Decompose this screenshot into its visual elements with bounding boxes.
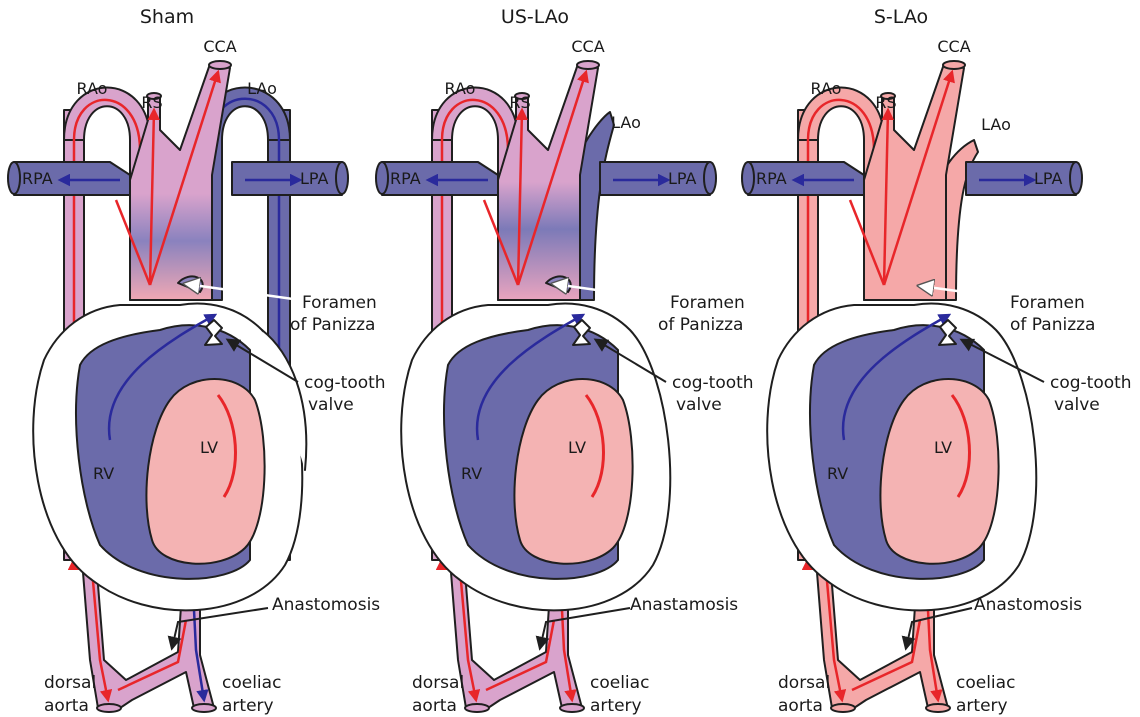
aorta-label: aorta [778, 696, 823, 716]
lv-label: LV [568, 438, 586, 457]
rv-label: RV [827, 464, 848, 483]
anastomosis-label: Anastomosis [974, 595, 1082, 615]
valve-label: valve [1054, 395, 1100, 415]
cca-label: CCA [571, 37, 604, 56]
artery-label: artery [590, 696, 642, 716]
foramen-label: Foramen [1010, 293, 1085, 313]
rv-label: RV [93, 464, 114, 483]
foramen-label-2: of Panizza [290, 315, 375, 335]
rv-label: RV [461, 464, 482, 483]
cog-tooth-label: cog-tooth [304, 373, 386, 393]
foramen-label: Foramen [302, 293, 377, 313]
anastomosis-label: Anastomosis [272, 595, 380, 615]
lao-label: LAo [611, 113, 641, 132]
rs-label: RS [509, 93, 530, 112]
aorta-label: aorta [44, 696, 89, 716]
lao-label: LAo [981, 115, 1011, 134]
coeliac-label: coeliac [590, 673, 649, 693]
lv-label: LV [200, 438, 218, 457]
artery-label: artery [956, 696, 1008, 716]
foramen-label: Foramen [670, 293, 745, 313]
panel-title: S-LAo [874, 6, 928, 28]
aorta-label: aorta [412, 696, 457, 716]
coeliac-label: coeliac [222, 673, 281, 693]
rs-label: RS [141, 93, 162, 112]
panel-title: US-LAo [501, 6, 569, 28]
foramen-label-2: of Panizza [658, 315, 743, 335]
cog-tooth-label: cog-tooth [1050, 373, 1132, 393]
panel-us-lao: US-LAo RPA LPA RV LV [376, 6, 754, 716]
cog-tooth-label: cog-tooth [672, 373, 754, 393]
dorsal-label: dorsal [778, 673, 830, 693]
lpa-label: LPA [668, 169, 697, 188]
cca-label: CCA [203, 37, 236, 56]
rpa-label: RPA [756, 169, 787, 188]
rao-label: RAo [811, 79, 842, 98]
anastomosis-label: Anastamosis [630, 595, 738, 615]
valve-label: valve [676, 395, 722, 415]
lpa-label: LPA [1034, 169, 1063, 188]
valve-label: valve [308, 395, 354, 415]
rs-label: RS [875, 93, 896, 112]
rpa-label: RPA [390, 169, 421, 188]
lpa-label: LPA [300, 169, 329, 188]
lao-label: LAo [247, 79, 277, 98]
coeliac-label: coeliac [956, 673, 1015, 693]
panel-s-lao: S-LAo RPA LPA RV LV Foramen [742, 6, 1132, 716]
artery-label: artery [222, 696, 274, 716]
rao-label: RAo [445, 79, 476, 98]
foramen-label-2: of Panizza [1010, 315, 1095, 335]
panel-title: Sham [140, 6, 194, 28]
dorsal-label: dorsal [412, 673, 464, 693]
rao-label: RAo [77, 79, 108, 98]
cca-label: CCA [937, 37, 970, 56]
panel-sham: Sham RPA LPA [8, 6, 386, 716]
lv-label: LV [934, 438, 952, 457]
rpa-label: RPA [22, 169, 53, 188]
dorsal-label: dorsal [44, 673, 96, 693]
